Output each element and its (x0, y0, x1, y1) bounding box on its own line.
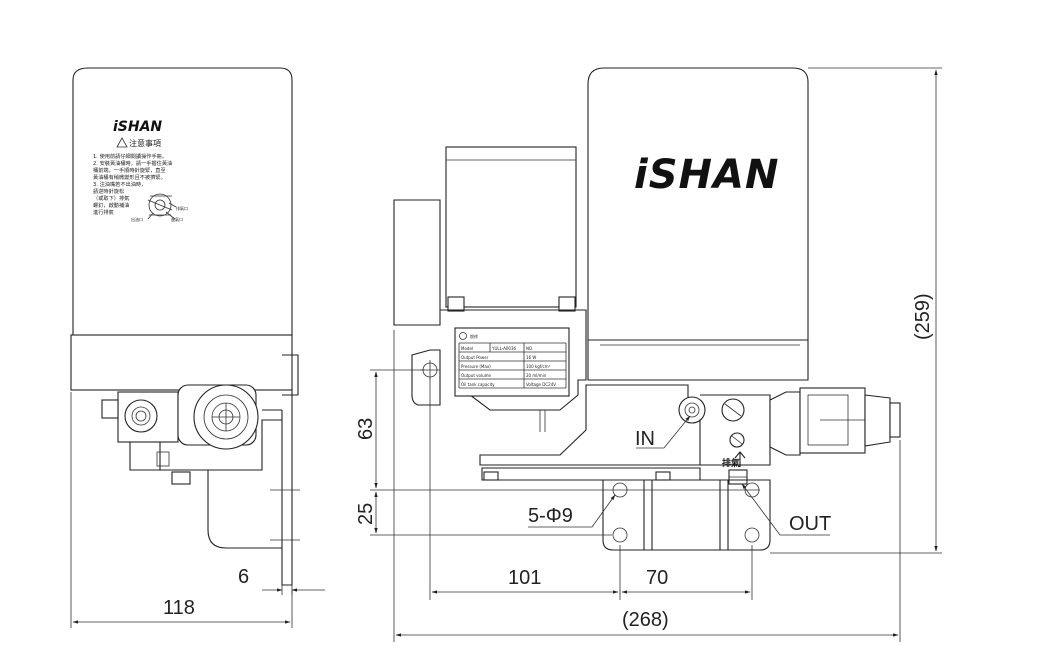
plate-cell: Pressure (Max) (461, 364, 491, 369)
dim-mount-height-63: 63 (355, 418, 377, 440)
cable-gland (864, 394, 891, 447)
dim-ext-lines (770, 67, 942, 554)
label-pump-sketch-icon (147, 193, 173, 217)
left-grease-nipple (171, 471, 191, 485)
plate-cell: 100 kgf/cm² (526, 364, 551, 369)
note-line: 3. 注油嘴若不出油時， (93, 180, 146, 188)
callout-outlet: 出油口 (131, 216, 143, 222)
screw-slot (724, 403, 742, 417)
mount-hole (612, 527, 628, 543)
plate-ribs (643, 480, 729, 550)
drive-shaft (539, 410, 546, 432)
note-line: （或取下）排氣 (93, 194, 129, 202)
port-crosshair (212, 403, 240, 431)
dim-bracket-thickness: 6 (238, 566, 249, 588)
mounting-plate (602, 479, 771, 551)
right-reservoir (587, 67, 809, 341)
warning-notes: 1. 使用前請仔細閱讀操作手冊。 2. 安裝黃油桶時，請一手握住黃油 桶前端，一… (93, 152, 172, 216)
plate-cell: Model (461, 346, 473, 351)
left-hole-centerlines (270, 489, 300, 541)
base-bolt (483, 471, 499, 481)
left-side-view: iSHAN 注意事項 1. 使用前請仔細閱讀操作手冊。 2. 安裝黃油桶時，請一… (70, 67, 325, 628)
note-line: 2. 安裝黃油桶時，請一手握住黃油 (93, 159, 172, 167)
left-lower-body (129, 442, 208, 471)
right-brand-logo: iSHAN (634, 152, 779, 198)
plate-cell: 20 ml/min (526, 373, 547, 378)
left-fitting (101, 399, 119, 419)
motor-bolt (558, 296, 576, 312)
spec-nameplate (454, 327, 570, 397)
right-motor-housing (445, 146, 577, 308)
warning-title: 注意事項 (129, 138, 161, 148)
right-reservoir-base (587, 340, 809, 381)
in-port-label: IN (635, 428, 655, 450)
in-leader (663, 415, 691, 449)
dim-offset-101: 101 (508, 567, 541, 589)
base-bolt (655, 471, 671, 481)
plate-brand: 銳祥 (470, 333, 478, 339)
plate-cell: Voltage DC24V (526, 382, 556, 387)
in-port-fitting (678, 396, 706, 424)
plate-cell: 16 W (526, 355, 536, 360)
relief-slot (731, 435, 743, 445)
plate-cell: NO. (526, 346, 533, 351)
left-fitting-hex (124, 399, 158, 433)
holes-label: 5-Φ9 (528, 505, 573, 527)
out-port-label: OUT (789, 513, 831, 535)
motor-bolt (447, 296, 465, 312)
dim-offset-70: 70 (646, 567, 668, 589)
left-base-block (70, 334, 293, 391)
right-back-bracket (393, 199, 441, 326)
pump-body (479, 384, 701, 466)
left-small-knob (156, 451, 170, 467)
right-mount-tab (411, 349, 441, 406)
up-arrow-icon (734, 451, 746, 467)
plate-cell: Output volume (461, 373, 492, 378)
dim-ext-lines (370, 369, 760, 536)
right-front-view: 銳祥 Model YULL-A0036 NO. Output Power 16 … (355, 67, 942, 642)
note-line: 1. 使用前請仔細閱讀操作手冊。 (93, 152, 167, 160)
callout-inlet: 進氣口 (171, 216, 183, 222)
dim-ext-lines (70, 392, 293, 628)
out-leader (741, 483, 830, 536)
callout-leaders (147, 202, 177, 220)
left-l-bracket (207, 419, 282, 549)
warning-triangle-icon (116, 137, 128, 148)
left-side-bracket (282, 354, 299, 396)
connector-nut (769, 391, 801, 456)
plate-cell: Output Power (461, 355, 489, 360)
vent-label: 排氣 (722, 457, 740, 469)
note-line: 桶前端，一手順時針旋緊，直至 (93, 166, 166, 174)
right-gearbox (440, 309, 587, 411)
note-line: 黃油桶有稍微變形且不被擠緊。 (93, 173, 166, 181)
cable-end (889, 402, 901, 438)
note-line: 請逆時針旋松 (93, 187, 124, 195)
left-mounting-plate (281, 389, 293, 586)
dim-overall-height: (259) (912, 293, 934, 340)
dim-ext-lines (281, 585, 293, 595)
dim-ext-lines (429, 378, 753, 600)
dim-overall-width: (268) (622, 609, 669, 631)
plate-cell: Oil tank capacity (461, 382, 495, 387)
plate-logo-icon (459, 332, 467, 340)
dim-ext-lines (393, 330, 901, 642)
plate-table: Model YULL-A0036 NO. Output Power 16 W P… (458, 342, 567, 389)
dim-left-width: 118 (163, 597, 195, 619)
solenoid-body (799, 387, 866, 454)
note-line: 螺釘，啟動補油 (93, 201, 129, 209)
holes-leader (528, 494, 616, 528)
dim-hole-spacing-25: 25 (355, 503, 377, 525)
note-line: 進行排氣 (93, 208, 114, 216)
plate-cell: YULL-A0036 (491, 346, 516, 351)
callout-vent: 排氣口 (176, 205, 188, 211)
left-brand-logo: iSHAN (113, 119, 162, 135)
mount-hole (744, 527, 760, 543)
